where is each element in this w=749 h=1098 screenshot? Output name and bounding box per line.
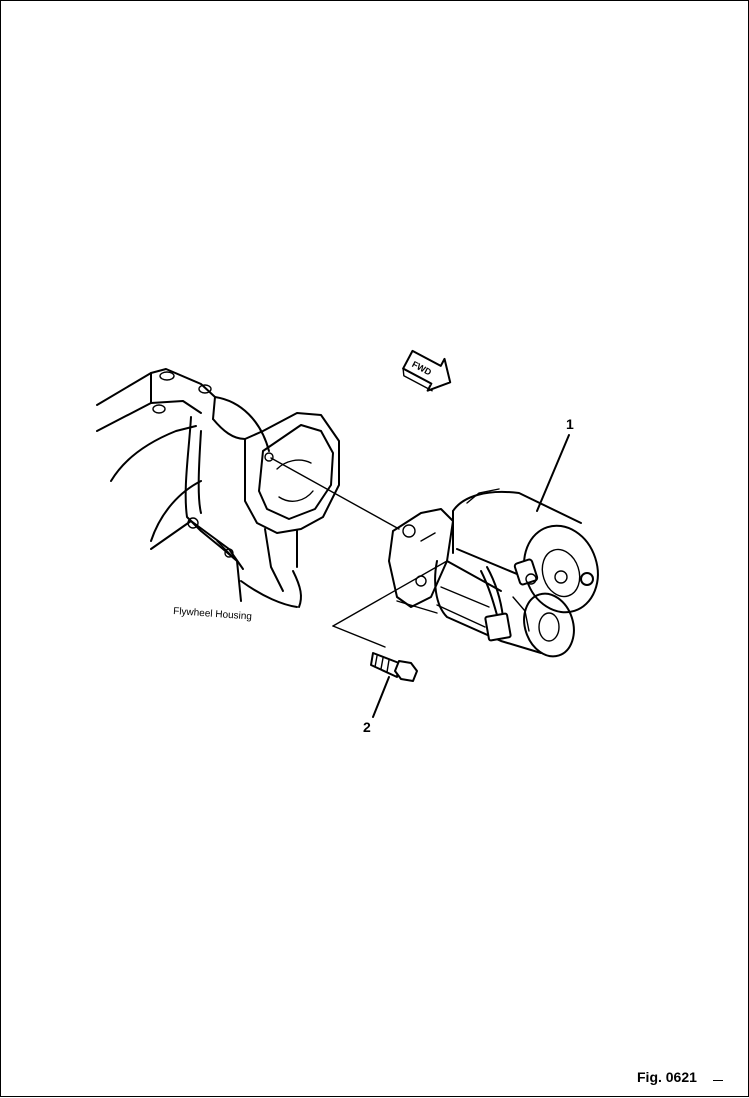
- alignment-lines: [270, 457, 448, 648]
- figure-number: Fig. 0621: [637, 1069, 697, 1085]
- corner-mark: [713, 1080, 723, 1081]
- callout-1-leader: [536, 434, 570, 512]
- fwd-arrow-icon: FWD: [402, 349, 452, 392]
- starter-motor: [388, 488, 599, 658]
- flywheel-housing-label: Flywheel Housing: [173, 606, 253, 622]
- callout-2-leader: [372, 676, 390, 718]
- callout-1: 1: [566, 416, 574, 432]
- flywheel-housing: [96, 368, 340, 608]
- callout-2: 2: [363, 719, 371, 735]
- mounting-bolt: [370, 652, 418, 682]
